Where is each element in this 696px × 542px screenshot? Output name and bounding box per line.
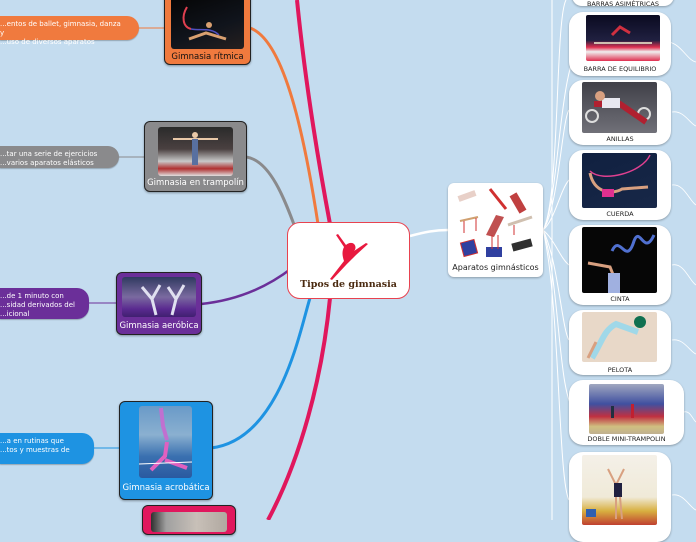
cuerda-photo (582, 153, 657, 208)
branch-description-aerobica[interactable]: ...de 1 minuto con ...sidad derivados de… (0, 288, 89, 319)
topic-label: Gimnasia aeróbica (119, 321, 199, 331)
barra-equilibrio-photo (586, 15, 660, 61)
item-label: ANILLAS (606, 135, 634, 143)
topic-label: Aparatos gimnásticos (452, 263, 539, 272)
item-label: BARRA DE EQUILIBRIO (583, 65, 657, 73)
topic-gimnasia-acrobatica[interactable]: Gimnasia acrobática (119, 401, 213, 500)
ritmica-photo (171, 0, 244, 49)
topic-label: Gimnasia acrobática (122, 483, 210, 493)
apparatus-item-barras-asimetricas[interactable]: BARRAS ASIMÉTRICAS (572, 0, 674, 8)
item-label: CUERDA (606, 210, 634, 218)
acrobatica-photo (139, 406, 192, 478)
topic-gimnasia-trampolin[interactable]: Gimnasia en trampolín (144, 121, 247, 192)
branch-description-trampolin[interactable]: ...tar una serie de ejercicios ...varios… (0, 146, 119, 168)
cinta-photo (582, 227, 657, 293)
topic-label: Gimnasia en trampolín (147, 178, 244, 188)
apparatus-item-cinta[interactable]: CINTA (569, 225, 671, 305)
topic-magenta-partial[interactable] (142, 505, 236, 535)
trampolin-photo (158, 127, 233, 176)
pelota-photo (582, 312, 657, 362)
magenta-topic-photo (151, 512, 227, 532)
apparatus-item-anillas[interactable]: ANILLAS (569, 80, 671, 145)
item-label: BARRAS ASIMÉTRICAS (586, 0, 660, 8)
partial-item-photo (582, 455, 657, 525)
anillas-photo (582, 82, 657, 133)
doble-mini-trampolin-photo (589, 384, 664, 434)
apparatus-item-pelota[interactable]: PELOTA (569, 310, 671, 375)
topic-gimnasia-aerobica[interactable]: Gimnasia aeróbica (116, 272, 202, 335)
central-topic[interactable]: Tipos de gimnasia (287, 222, 410, 299)
apparatus-collage-image (457, 188, 533, 258)
topic-aparatos-gimnasticos[interactable]: Aparatos gimnásticos (448, 183, 543, 277)
item-label: PELOTA (607, 366, 633, 374)
central-title: Tipos de gimnasia (300, 279, 397, 290)
apparatus-item-cuerda[interactable]: CUERDA (569, 150, 671, 220)
dancer-silhouette-icon (330, 234, 368, 280)
connector-lines (88, 0, 696, 520)
apparatus-item-doble-mini-trampolin[interactable]: DOBLE MINI-TRAMPOLIN (569, 380, 684, 445)
branch-description-acrobatica[interactable]: ...a en rutinas que ...tos y muestras de (0, 433, 94, 464)
apparatus-item-barra-equilibrio[interactable]: BARRA DE EQUILIBRIO (569, 12, 671, 76)
apparatus-item-partial[interactable] (569, 452, 671, 542)
item-label: DOBLE MINI-TRAMPOLIN (587, 435, 666, 443)
branch-description-ritmica[interactable]: ...entos de ballet, gimnasia, danza y ..… (0, 16, 139, 46)
item-label: CINTA (610, 295, 630, 303)
topic-label: Gimnasia rítmica (171, 52, 244, 62)
topic-gimnasia-ritmica[interactable]: Gimnasia rítmica (164, 0, 251, 65)
aerobica-photo (122, 277, 196, 317)
